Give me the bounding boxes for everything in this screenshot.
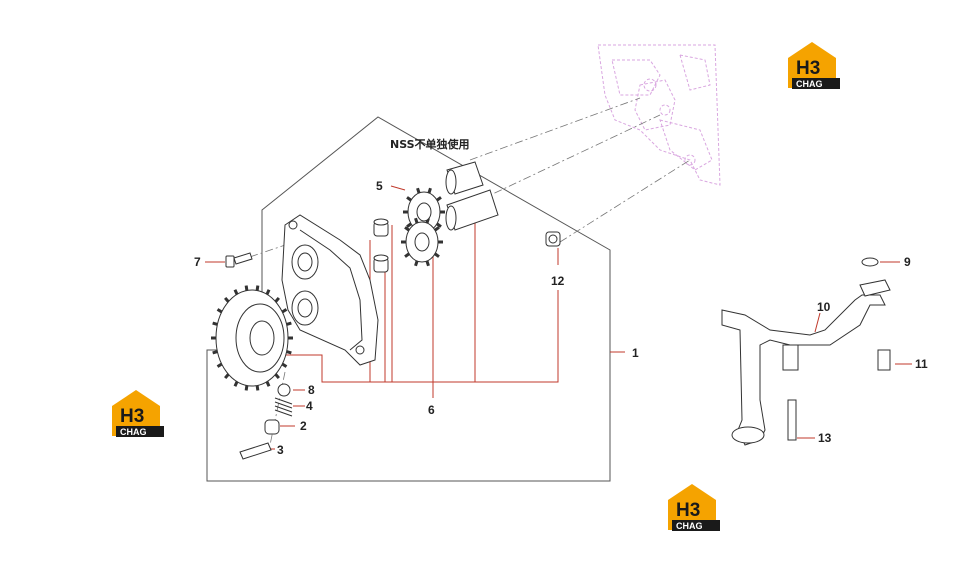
callout-6: 6 xyxy=(428,403,435,417)
svg-text:CHAG: CHAG xyxy=(796,79,823,89)
oil-pickup-assembly xyxy=(721,257,891,446)
callout-1: 1 xyxy=(632,346,639,360)
leader-lines xyxy=(205,185,912,450)
svg-text:H3: H3 xyxy=(796,58,820,79)
driven-gears xyxy=(401,187,445,267)
callout-4: 4 xyxy=(306,399,313,413)
bolt-part-7 xyxy=(225,252,253,268)
plug-part-12 xyxy=(545,231,561,247)
bushings xyxy=(373,218,389,273)
nss-note: NSS不单独使用 xyxy=(390,137,470,151)
svg-text:CHAG: CHAG xyxy=(676,521,703,531)
brand-logo-bottom: H3 CHAG xyxy=(668,484,720,531)
callout-13: 13 xyxy=(818,431,832,445)
callout-9: 9 xyxy=(904,255,911,269)
callout-11: 11 xyxy=(915,357,928,371)
callout-7: 7 xyxy=(194,255,201,269)
brand-logo-left: H3 CHAG xyxy=(112,390,164,437)
relief-valve-parts xyxy=(239,383,293,460)
engine-block-ghost xyxy=(597,44,721,186)
svg-text:H3: H3 xyxy=(120,406,144,427)
callout-12: 12 xyxy=(551,274,565,288)
shafts xyxy=(445,161,499,231)
callout-3: 3 xyxy=(277,443,284,457)
svg-text:H3: H3 xyxy=(676,500,700,521)
callout-5: 5 xyxy=(376,179,383,193)
callout-labels: 1 2 3 4 5 6 7 8 9 10 11 12 13 xyxy=(194,179,928,457)
callout-2: 2 xyxy=(300,419,307,433)
brand-logo-top-right: H3 CHAG xyxy=(788,42,840,89)
callout-10: 10 xyxy=(817,300,831,314)
drive-gear xyxy=(211,285,293,391)
svg-text:CHAG: CHAG xyxy=(120,427,147,437)
pump-body xyxy=(281,214,379,366)
callout-8: 8 xyxy=(308,383,315,397)
